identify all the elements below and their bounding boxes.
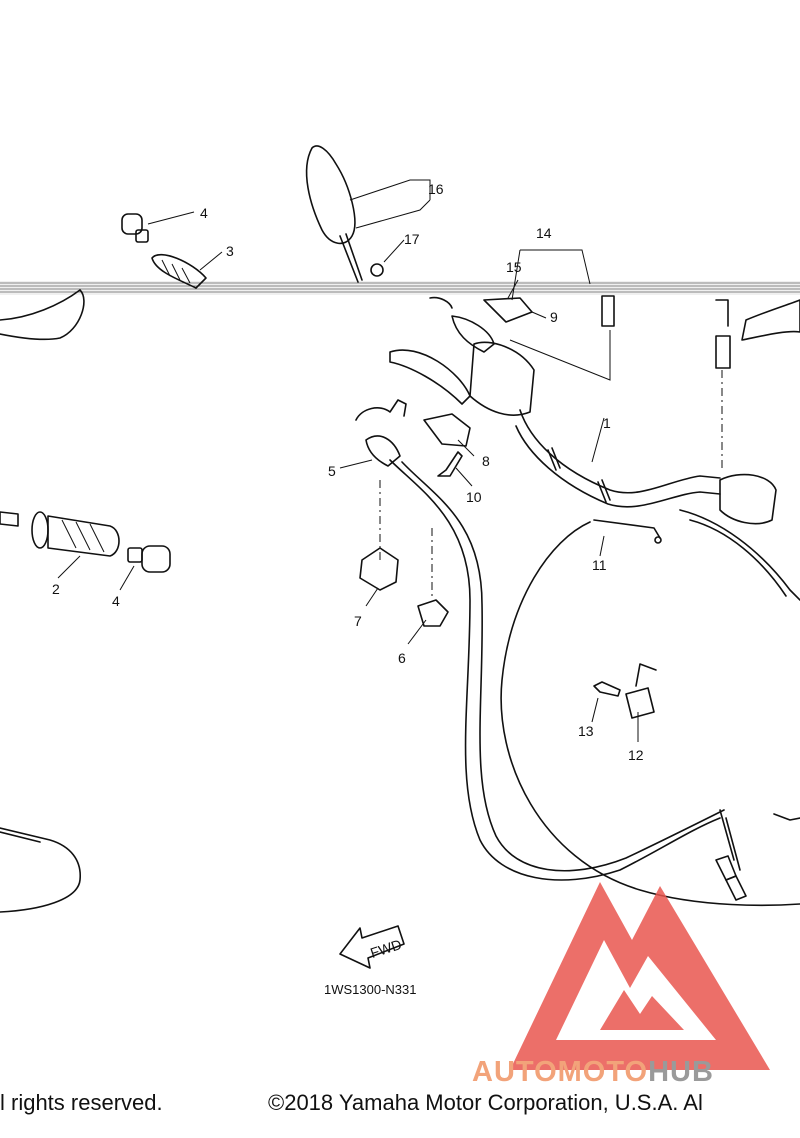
callout-11: 11: [592, 557, 607, 573]
fwd-label: FWD: [368, 936, 403, 961]
throttle-cable-housing: [355, 399, 433, 600]
holder-bolt: [437, 451, 463, 477]
callout-13: 13: [578, 723, 594, 739]
handlebar: [515, 409, 721, 508]
copyright-right: ©2018 Yamaha Motor Corporation, U.S.A. A…: [268, 1090, 703, 1115]
callout-6: 6: [398, 650, 406, 666]
callout-16: 16: [428, 181, 444, 197]
throttle-cables: [389, 459, 747, 901]
grip-end-top: [121, 213, 149, 243]
grip-left: [0, 511, 120, 557]
clutch-switch: [625, 663, 657, 719]
watermark-text-part2: HUB: [648, 1056, 714, 1088]
callout-15: 15: [506, 259, 522, 275]
callout-14: 14: [536, 225, 552, 241]
mirror: [305, 145, 363, 283]
callout-4-lower: 4: [112, 593, 120, 609]
callout-7: 7: [354, 613, 362, 629]
diagram-code: 1WS1300-N331: [324, 982, 417, 997]
throttle-holder: [423, 413, 471, 447]
callout-3: 3: [226, 243, 234, 259]
left-switch-assembly: [389, 295, 615, 416]
callouts: 1 2 3 4 4 5 6 7 8 9 10 11 12 13 14 15 16…: [52, 181, 644, 763]
mirror-nut: [370, 263, 384, 277]
callout-10: 10: [466, 489, 482, 505]
callout-12: 12: [628, 747, 644, 763]
clutch-cable: [500, 519, 800, 907]
watermark-logo: [510, 882, 770, 1070]
grip-top: [151, 253, 207, 289]
callout-1: 1: [603, 415, 611, 431]
callout-2: 2: [52, 581, 60, 597]
cable-clip-6: [417, 599, 449, 627]
watermark-text: AUTOMOTOHUB: [472, 1056, 714, 1089]
grip-end-lower: [127, 545, 171, 573]
right-switch-assembly: [679, 299, 800, 601]
callout-4-top: 4: [200, 205, 208, 221]
cable-clip-7: [359, 547, 399, 591]
callout-17: 17: [404, 231, 420, 247]
copyright-left: l rights reserved.: [0, 1090, 163, 1115]
switch-screw: [593, 681, 621, 697]
left-lever-partial: [0, 289, 85, 341]
cable-end-right: [773, 813, 800, 821]
leader-lines: [57, 179, 639, 742]
watermark-text-part1: AUTOMOTO: [472, 1056, 649, 1088]
callout-8: 8: [482, 453, 490, 469]
fwd-arrow: FWD: [339, 925, 405, 969]
scan-seam: [0, 281, 800, 295]
callout-5: 5: [328, 463, 336, 479]
callout-9: 9: [550, 309, 558, 325]
lower-left-cable: [0, 827, 81, 913]
